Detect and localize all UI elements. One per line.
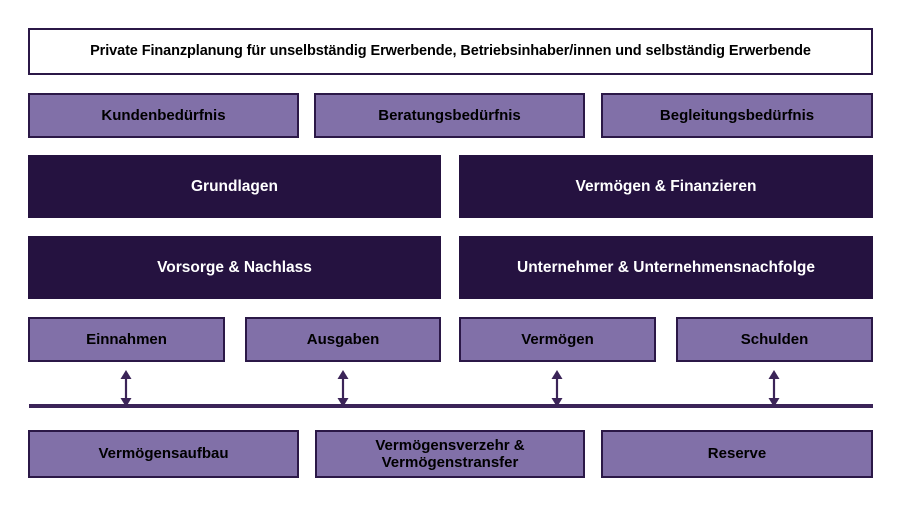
goal-box-vermoegensverzehr-transfer[interactable]: Vermögensverzehr & Vermögenstransfer — [315, 430, 585, 478]
needs-box-label: Kundenbedürfnis — [101, 106, 226, 124]
flow-box-label: Ausgaben — [306, 330, 380, 348]
flow-box-schulden[interactable]: Schulden — [676, 317, 873, 362]
double-headed-vertical-arrow-icon — [120, 370, 132, 407]
needs-box-begleitungsbeduerfnis[interactable]: Begleitungsbedürfnis — [601, 93, 873, 138]
flow-box-label: Einnahmen — [86, 330, 167, 348]
topic-box-label: Unternehmer & Unternehmensnachfolge — [517, 258, 815, 276]
flow-box-ausgaben[interactable]: Ausgaben — [245, 317, 441, 362]
needs-box-label: Begleitungsbedürfnis — [659, 106, 815, 124]
flow-box-label: Vermögen — [521, 330, 594, 348]
double-headed-vertical-arrow-icon — [337, 370, 349, 407]
goal-box-vermoegensaufbau[interactable]: Vermögensaufbau — [28, 430, 299, 478]
flow-box-label: Schulden — [740, 330, 809, 348]
diagram-title-box: Private Finanzplanung für unselbständig … — [28, 28, 873, 75]
double-headed-vertical-arrow-icon — [551, 370, 563, 407]
flow-box-einnahmen[interactable]: Einnahmen — [28, 317, 225, 362]
topic-box-grundlagen[interactable]: Grundlagen — [28, 155, 441, 218]
horizontal-rule-icon — [29, 404, 873, 408]
goal-box-label: Reserve — [707, 445, 767, 463]
needs-box-kundenbeduerfnis[interactable]: Kundenbedürfnis — [28, 93, 299, 138]
needs-box-beratungsbeduerfnis[interactable]: Beratungsbedürfnis — [314, 93, 585, 138]
goal-box-label: Vermögensaufbau — [98, 445, 229, 463]
double-headed-vertical-arrow-icon — [768, 370, 780, 407]
goal-box-reserve[interactable]: Reserve — [601, 430, 873, 478]
topic-box-label: Grundlagen — [191, 177, 278, 195]
goal-box-label-line1: Vermögensverzehr & — [375, 436, 525, 454]
topic-box-label: Vermögen & Finanzieren — [575, 177, 757, 195]
topic-box-vorsorge-nachlass[interactable]: Vorsorge & Nachlass — [28, 236, 441, 299]
topic-box-label: Vorsorge & Nachlass — [157, 258, 312, 276]
topic-box-unternehmer-nachfolge[interactable]: Unternehmer & Unternehmensnachfolge — [459, 236, 873, 299]
topic-box-vermoegen-finanzieren[interactable]: Vermögen & Finanzieren — [459, 155, 873, 218]
goal-box-label-line2: Vermögenstransfer — [381, 454, 519, 471]
needs-box-label: Beratungsbedürfnis — [378, 106, 521, 124]
diagram-title-label: Private Finanzplanung für unselbständig … — [90, 43, 811, 60]
goal-box-label-multiline: Vermögensverzehr & Vermögenstransfer — [363, 437, 536, 472]
flow-box-vermoegen[interactable]: Vermögen — [459, 317, 656, 362]
